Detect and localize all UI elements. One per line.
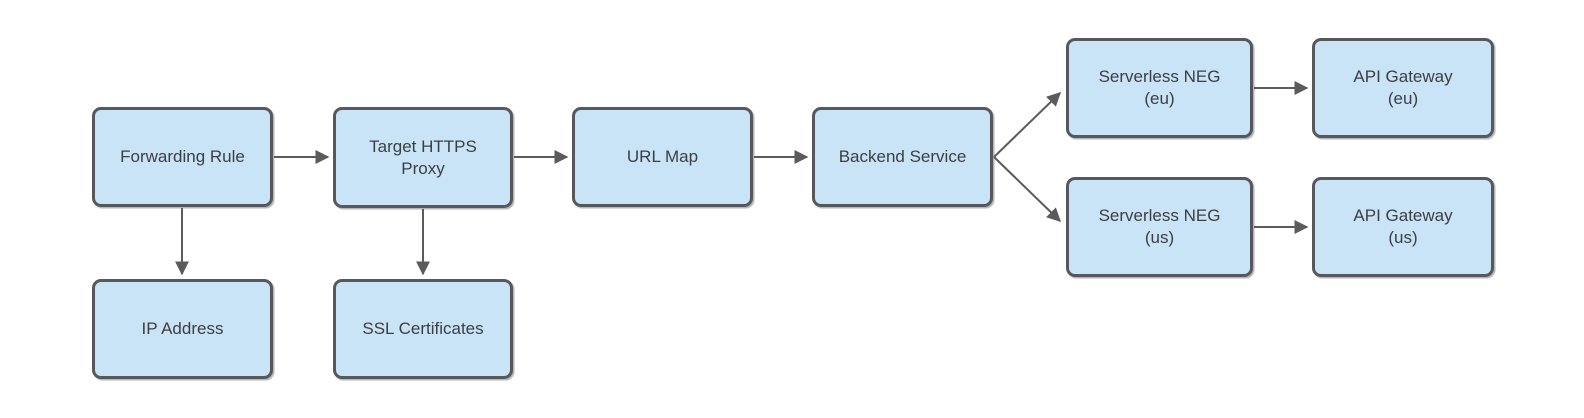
node-ip-address: IP Address — [92, 279, 273, 379]
node-serverless-neg-us: Serverless NEG (us) — [1066, 177, 1253, 277]
node-url-map: URL Map — [572, 107, 753, 207]
node-ssl-certificates: SSL Certificates — [333, 279, 513, 379]
edge-backend-service-to-serverless-neg-us — [993, 156, 1062, 222]
node-serverless-neg-eu: Serverless NEG (eu) — [1066, 38, 1253, 138]
node-backend-service: Backend Service — [812, 107, 993, 207]
node-api-gateway-eu: API Gateway (eu) — [1312, 38, 1494, 138]
node-forwarding-rule: Forwarding Rule — [92, 107, 273, 207]
node-api-gateway-us: API Gateway (us) — [1312, 177, 1494, 277]
edge-backend-service-to-serverless-neg-eu — [993, 92, 1062, 158]
node-target-https-proxy: Target HTTPS Proxy — [333, 107, 513, 208]
